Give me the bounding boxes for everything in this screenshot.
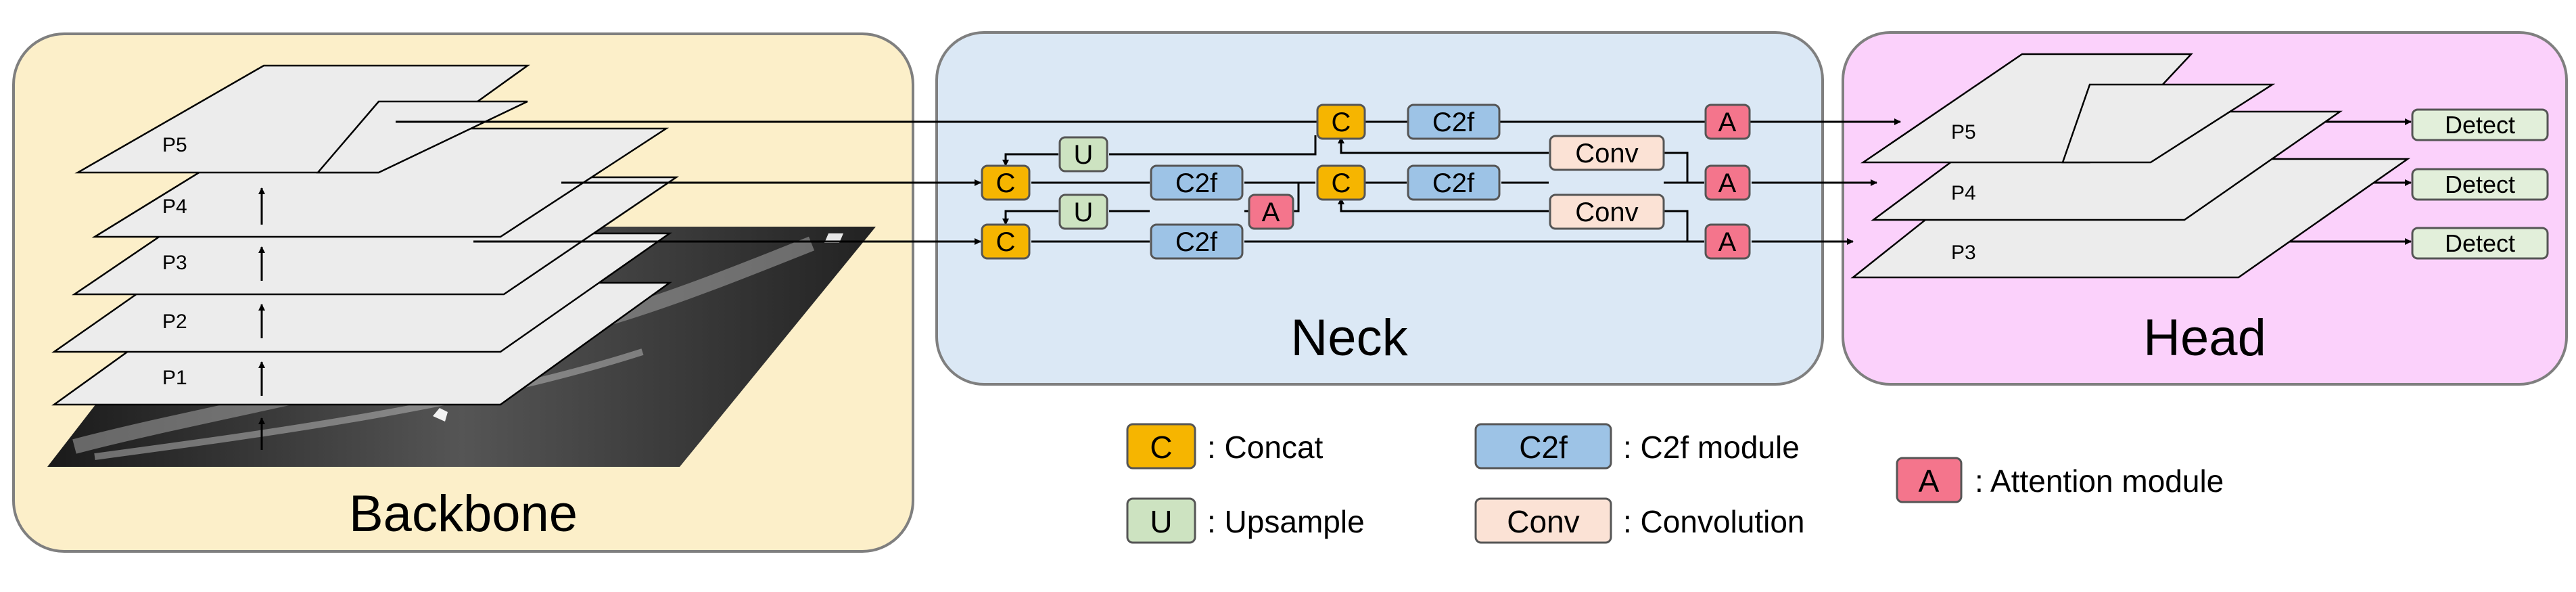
svg-text:C: C — [1150, 430, 1172, 465]
backbone-layer-p4-label: P4 — [162, 196, 187, 218]
svg-text:C: C — [1332, 168, 1351, 198]
detect-box-p3: Detect — [2411, 227, 2549, 260]
svg-text:U: U — [1074, 140, 1094, 170]
neck-concat-4: C — [1316, 164, 1366, 201]
legend-concat: C : Concat — [1126, 423, 1324, 470]
connection-wires — [396, 118, 2412, 245]
neck-c2f-3: C2f — [1407, 104, 1501, 140]
svg-text:C2f: C2f — [1432, 168, 1475, 198]
svg-text:Detect: Detect — [2445, 229, 2515, 257]
backbone-title: Backbone — [349, 485, 578, 543]
head-layer-p3-label: P3 — [1951, 242, 1976, 264]
legend: C : Concat U : Upsample C2f : C2f module… — [1126, 423, 2224, 544]
neck-conv-2: Conv — [1549, 193, 1665, 230]
head-layer-p5-label: P5 — [1951, 121, 1976, 143]
neck-concat-3: C — [1316, 104, 1366, 140]
svg-text:: Concat: : Concat — [1207, 430, 1324, 465]
svg-text:C2f: C2f — [1519, 430, 1568, 465]
svg-text:A: A — [1262, 198, 1280, 227]
svg-text:Detect: Detect — [2445, 111, 2515, 139]
svg-text:Conv: Conv — [1507, 504, 1579, 539]
neck-upsample-2: U — [1058, 193, 1108, 230]
svg-text:: Upsample: : Upsample — [1207, 504, 1365, 539]
detect-box-p4: Detect — [2411, 168, 2549, 201]
backbone-layer-p3-label: P3 — [162, 252, 187, 274]
svg-text:C2f: C2f — [1175, 227, 1218, 257]
neck-attention-2: A — [1704, 104, 1751, 140]
neck-conv-1: Conv — [1549, 135, 1665, 171]
svg-text:C2f: C2f — [1432, 108, 1475, 137]
neck-panel — [935, 31, 1824, 386]
neck-concat-2: C — [981, 223, 1031, 260]
legend-upsample: U : Upsample — [1126, 497, 1365, 544]
svg-text:: Attention module: : Attention module — [1975, 463, 2224, 499]
svg-text:Detect: Detect — [2445, 170, 2515, 198]
svg-text:U: U — [1150, 504, 1172, 539]
svg-text:A: A — [1718, 108, 1737, 137]
svg-text:: Convolution: : Convolution — [1623, 504, 1805, 539]
backbone-layer-p5-label: P5 — [162, 134, 187, 156]
neck-attention-1: A — [1248, 193, 1294, 230]
svg-text:C2f: C2f — [1175, 168, 1218, 198]
neck-concat-1: C — [981, 164, 1031, 201]
neck-attention-3: A — [1704, 164, 1751, 201]
svg-text:A: A — [1718, 168, 1737, 198]
neck-attention-4: A — [1704, 223, 1751, 260]
legend-conv: Conv : Convolution — [1474, 497, 1805, 544]
head-layer-p4-label: P4 — [1951, 182, 1976, 204]
svg-text:C: C — [996, 168, 1016, 198]
head-title: Head — [2143, 309, 2266, 367]
svg-text:C: C — [996, 227, 1016, 257]
neck-c2f-4: C2f — [1407, 164, 1501, 201]
svg-text:C: C — [1332, 108, 1351, 137]
backbone-layer-p2-label: P2 — [162, 311, 187, 333]
svg-text:A: A — [1718, 227, 1737, 257]
svg-text:A: A — [1919, 463, 1940, 499]
neck-c2f-1: C2f — [1150, 164, 1244, 201]
svg-text:Conv: Conv — [1575, 198, 1638, 227]
legend-attention: A : Attention module — [1896, 457, 2224, 503]
svg-text:Conv: Conv — [1575, 139, 1638, 168]
head-layer-p5: P5 — [1860, 53, 2276, 164]
backbone-layer-p1-label: P1 — [162, 367, 187, 389]
neck-title: Neck — [1290, 309, 1408, 367]
detect-box-p5: Detect — [2411, 108, 2549, 141]
svg-text:: C2f module: : C2f module — [1623, 430, 1800, 465]
legend-c2f: C2f : C2f module — [1474, 423, 1800, 470]
neck-upsample-1: U — [1058, 136, 1108, 173]
svg-text:U: U — [1074, 198, 1094, 227]
backbone-layer-p5: P5 — [74, 64, 530, 174]
neck-c2f-2: C2f — [1150, 223, 1244, 260]
